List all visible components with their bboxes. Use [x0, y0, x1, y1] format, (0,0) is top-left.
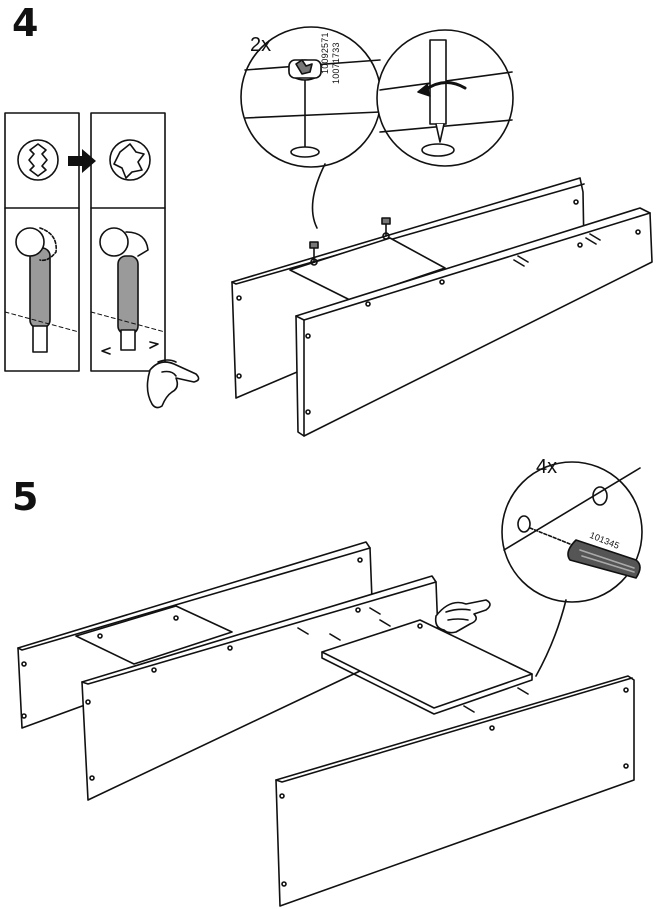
dowel-quantity-label: 4x — [536, 456, 558, 478]
step-4-cam-lock-detail — [4, 112, 200, 409]
step-4-panels — [231, 177, 653, 437]
cam-part-number-1: 10092571 — [320, 32, 330, 74]
cam-quantity-label: 2x — [250, 34, 272, 56]
cam-part-number-2: 10071733 — [331, 42, 341, 84]
step-5-number: 5 — [12, 475, 39, 519]
step-4-number: 4 — [12, 1, 39, 45]
step-4-zoom-circles — [240, 26, 514, 229]
step-5-zoom-circle — [501, 461, 643, 677]
step-5-panels — [17, 541, 635, 907]
